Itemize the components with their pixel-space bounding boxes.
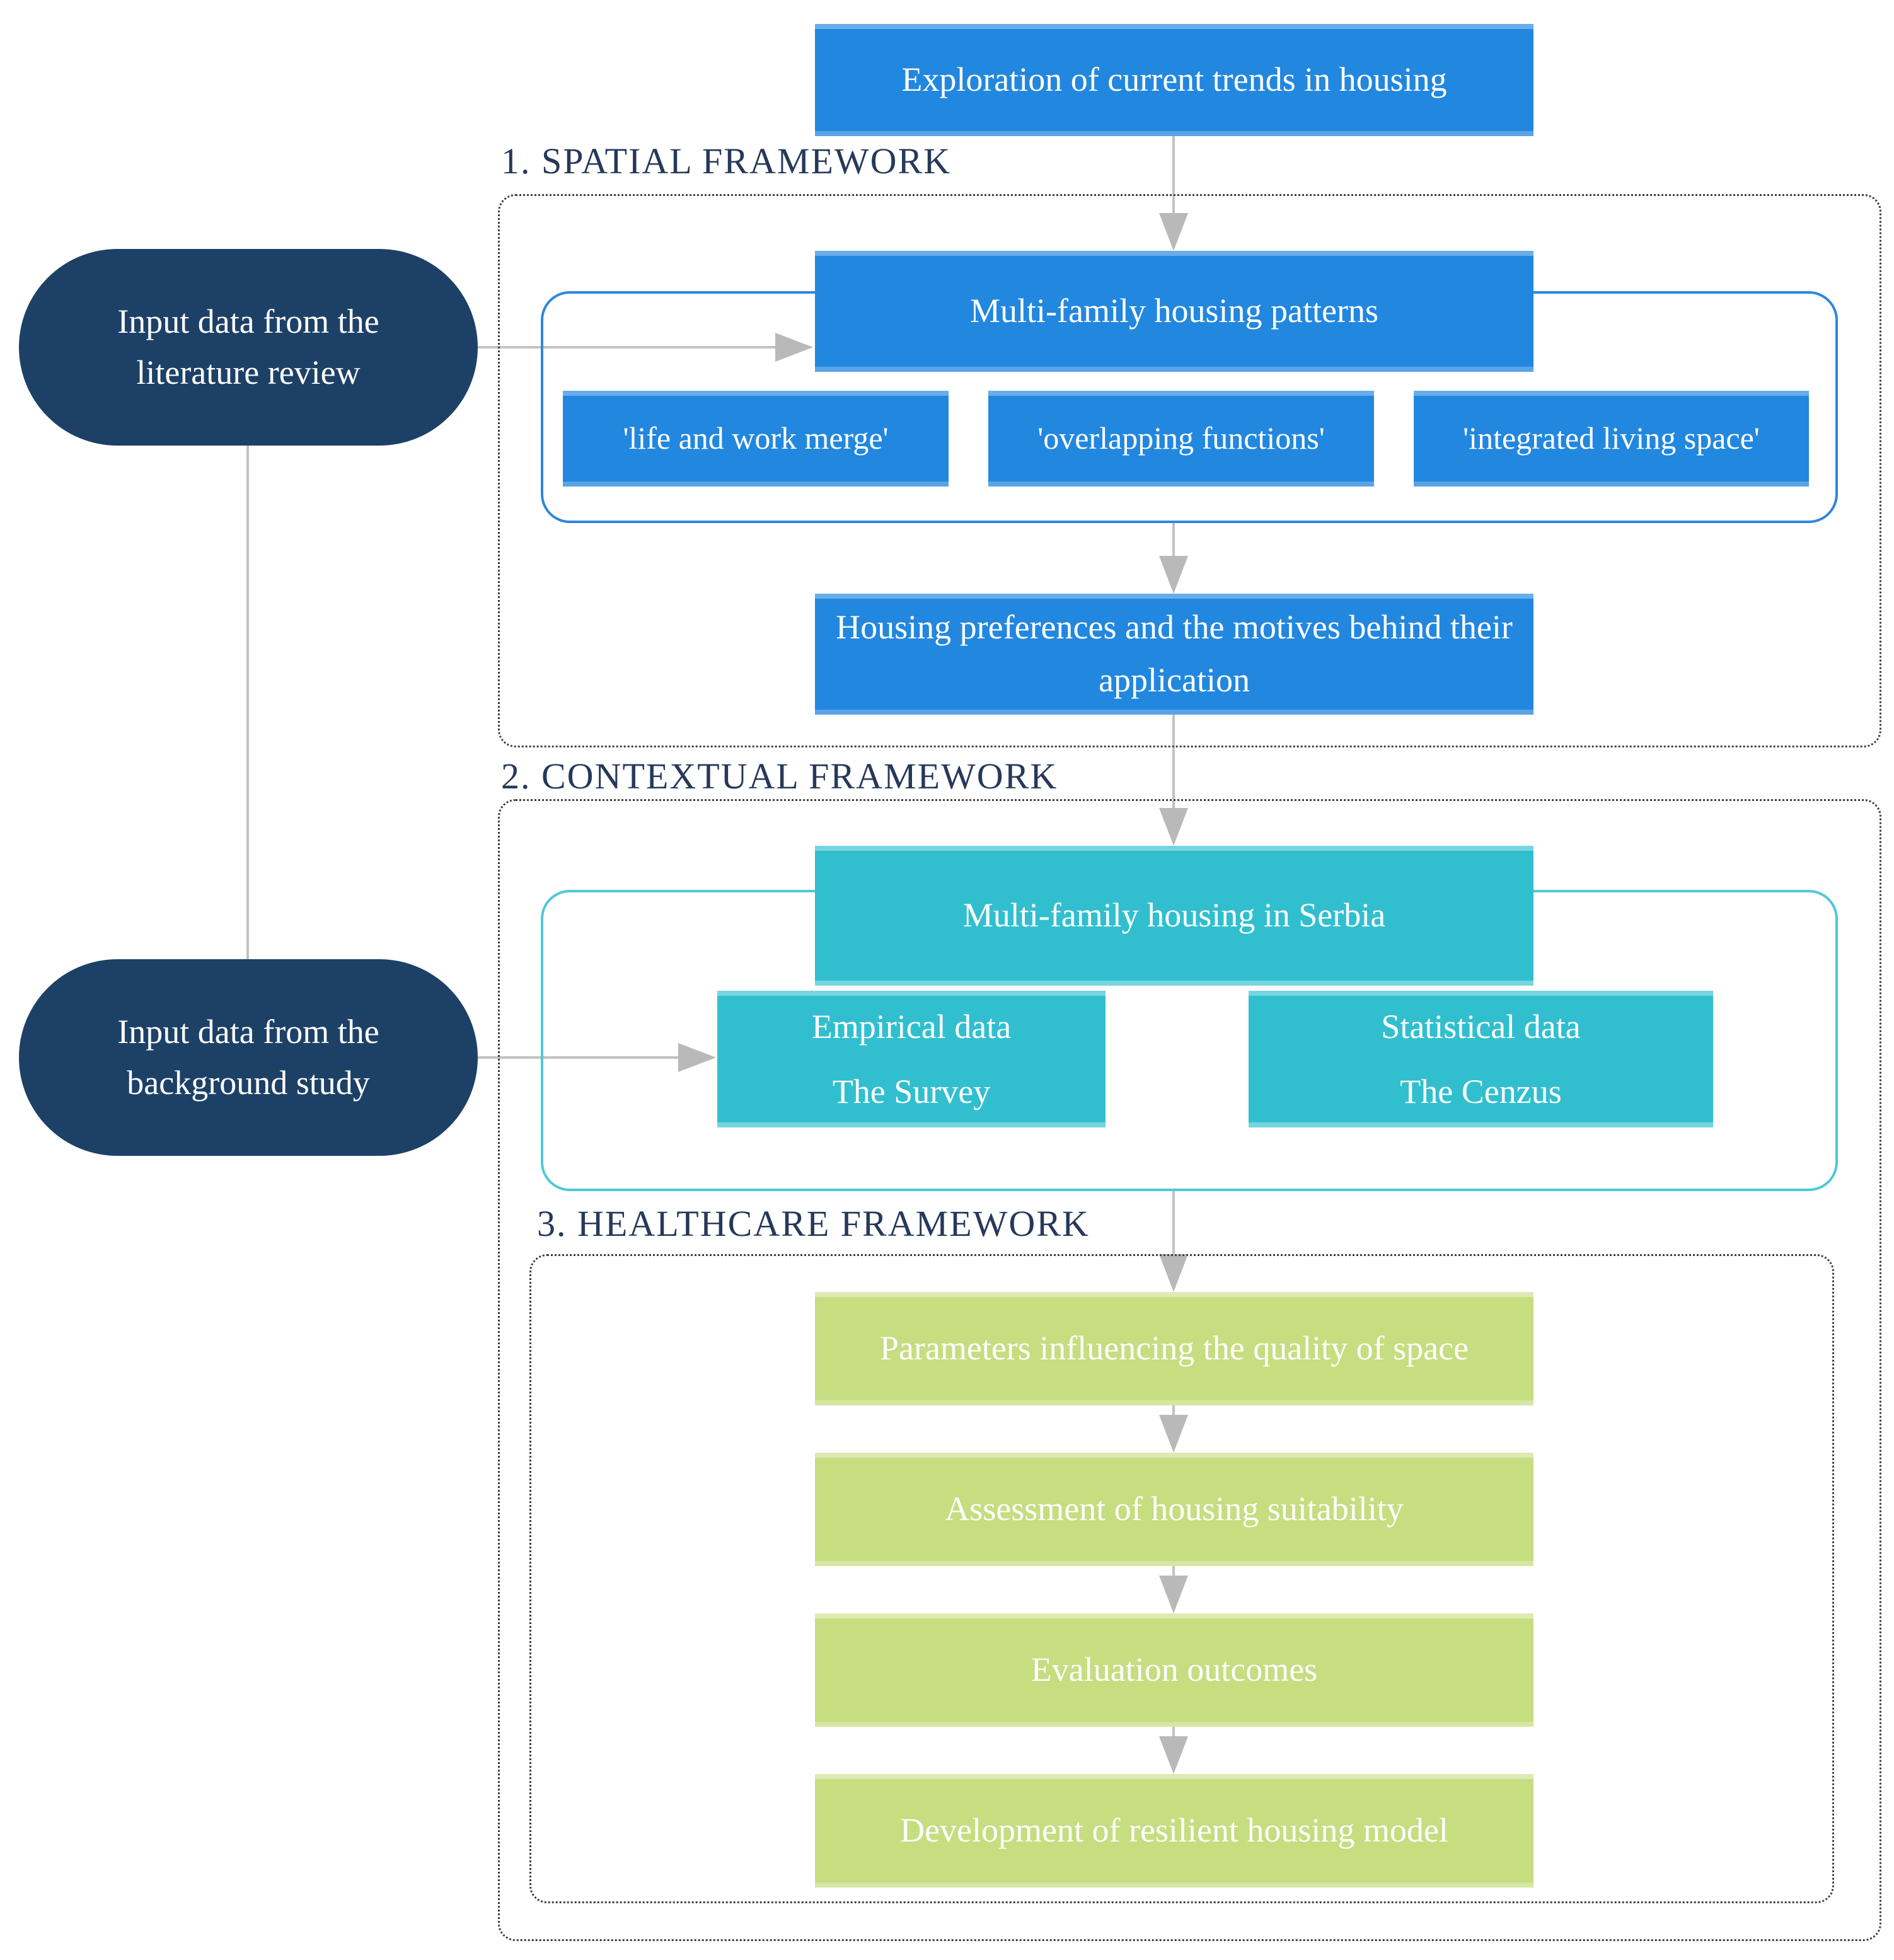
contextual-framework-region [498, 799, 1881, 1941]
empirical-line2: The Survey [832, 1072, 991, 1110]
tag-integrated-label: 'integrated living space' [1463, 420, 1760, 456]
exploration-box: Exploration of current trends in housing [815, 24, 1533, 136]
preferences-label: Housing preferences and the motives behi… [836, 608, 1513, 699]
empirical-box: Empirical data The Survey [717, 991, 1106, 1127]
connector-literature-to-patterns [478, 346, 777, 349]
arrowhead-down-icon [1159, 1736, 1188, 1774]
tag-overlapping-box: 'overlapping functions' [988, 391, 1374, 487]
connector-background-to-empirical [478, 1056, 679, 1059]
connector-patterns-group-to-preferences [1172, 523, 1175, 557]
arrowhead-down-icon [1159, 1254, 1188, 1292]
tag-life-work-box: 'life and work merge' [563, 391, 949, 487]
parameters-box: Parameters influencing the quality of sp… [815, 1292, 1533, 1405]
tag-integrated-box: 'integrated living space' [1414, 391, 1809, 487]
patterns-box: Multi-family housing patterns [815, 251, 1533, 372]
contextual-framework-label: 2. CONTEXTUAL FRAMEWORK [501, 756, 1058, 797]
exploration-label: Exploration of current trends in housing [901, 61, 1447, 99]
connector-serbia-group-to-parameters [1172, 1191, 1175, 1255]
arrowhead-down-icon [1159, 1576, 1188, 1613]
input-background-label: Input data from the background study [117, 1013, 379, 1102]
tag-overlapping-label: 'overlapping functions' [1037, 420, 1325, 456]
serbia-label: Multi-family housing in Serbia [962, 896, 1386, 935]
empirical-label: Empirical data The Survey [812, 994, 1011, 1124]
connector-assessment-to-evaluation [1172, 1566, 1175, 1576]
development-label: Development of resilient housing model [900, 1811, 1448, 1850]
assessment-box: Assessment of housing suitability [815, 1453, 1533, 1566]
development-box: Development of resilient housing model [815, 1774, 1533, 1888]
input-background-pill: Input data from the background study [19, 959, 478, 1156]
connector-preferences-to-serbia [1172, 715, 1175, 809]
patterns-label: Multi-family housing patterns [970, 292, 1378, 330]
serbia-box: Multi-family housing in Serbia [815, 846, 1533, 986]
arrowhead-down-icon [1159, 808, 1188, 846]
healthcare-framework-region [529, 1254, 1834, 1903]
empirical-line1: Empirical data [811, 1007, 1012, 1046]
connector-evaluation-to-development [1172, 1727, 1175, 1737]
spatial-framework-region [498, 194, 1881, 747]
statistical-line2: The Cenzus [1400, 1072, 1562, 1110]
connector-parameters-to-assessment [1172, 1405, 1175, 1415]
connector-literature-to-background [246, 446, 249, 959]
parameters-label: Parameters influencing the quality of sp… [879, 1329, 1469, 1368]
arrowhead-down-icon [1159, 556, 1188, 594]
statistical-box: Statistical data The Cenzus [1249, 991, 1713, 1127]
spatial-framework-label: 1. SPATIAL FRAMEWORK [501, 141, 952, 182]
arrowhead-down-icon [1159, 1415, 1188, 1453]
arrowhead-down-icon [1159, 213, 1188, 251]
preferences-box: Housing preferences and the motives behi… [815, 594, 1533, 715]
input-literature-pill: Input data from the literature review [19, 249, 478, 446]
evaluation-label: Evaluation outcomes [1031, 1651, 1318, 1689]
tag-life-work-label: 'life and work merge' [623, 420, 889, 456]
statistical-label: Statistical data The Cenzus [1381, 994, 1580, 1124]
connector-exploration-to-patterns [1172, 136, 1175, 214]
arrowhead-right-icon [775, 333, 813, 362]
healthcare-framework-label: 3. HEALTHCARE FRAMEWORK [537, 1203, 1090, 1244]
input-literature-label: Input data from the literature review [117, 303, 379, 391]
assessment-label: Assessment of housing suitability [945, 1490, 1404, 1528]
arrowhead-right-icon [678, 1043, 716, 1072]
evaluation-box: Evaluation outcomes [815, 1613, 1533, 1727]
statistical-line1: Statistical data [1381, 1007, 1581, 1046]
